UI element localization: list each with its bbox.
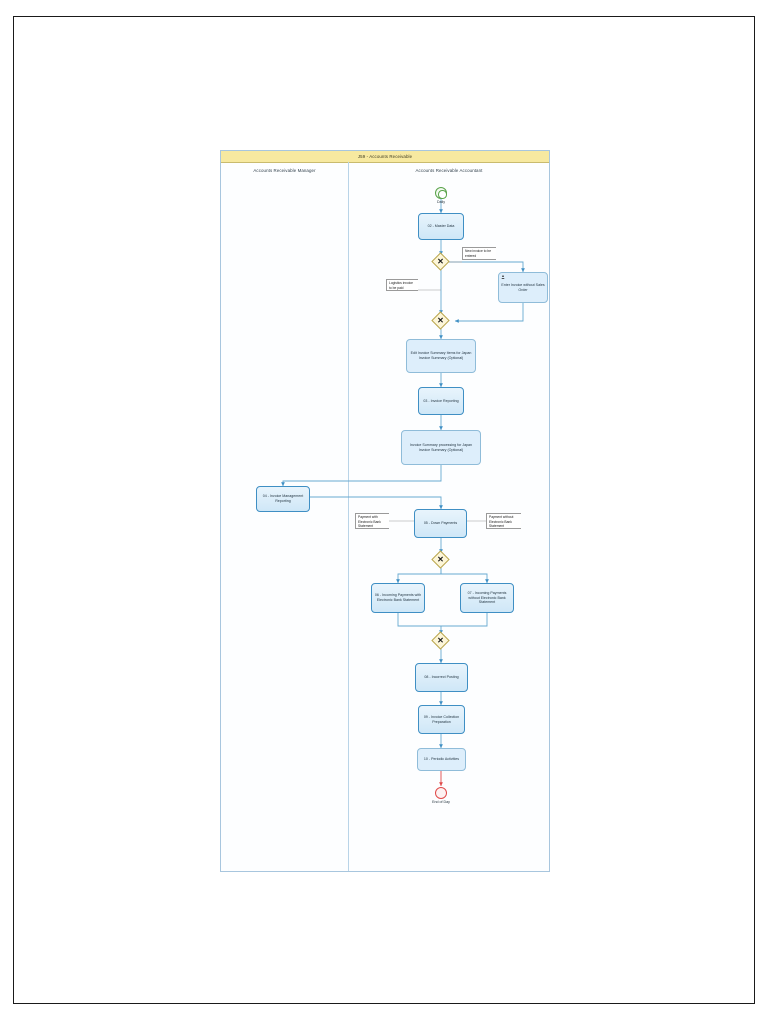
task-label: 03 - Invoice Reporting	[423, 398, 459, 403]
task-05-down-payments[interactable]: 05 - Down Payments	[414, 509, 467, 538]
task-label: 10 - Periodic Activities	[423, 757, 460, 762]
task-label: 07 - Incoming Payments without Electroni…	[467, 590, 507, 605]
task-label: 08 - Incorrect Posting	[424, 675, 459, 680]
exclusive-gateway-icon: ✕	[437, 315, 444, 325]
lane-accounts-receivable-manager: Accounts Receivable Manager	[221, 162, 349, 871]
end-event-label: End of Day	[432, 800, 450, 804]
annotation-new-invoice: New invoice to be entered	[462, 247, 496, 260]
task-label: 05 - Down Payments	[423, 521, 458, 526]
task-label: Edit Invoice Summary Items for Japan Inv…	[410, 351, 472, 360]
task-02-master-data[interactable]: 02 - Master Data	[418, 213, 464, 240]
annotation-payment-with-ebs: Payment with Electronic Bank Statement	[355, 513, 389, 529]
task-label: 06 - Incoming Payments with Electronic B…	[374, 593, 422, 602]
timer-icon	[438, 190, 447, 199]
task-04-invoice-management-reporting[interactable]: 04 - Invoice Management Reporting	[256, 486, 310, 512]
task-invoice-summary-processing[interactable]: Invoice Summary processing for Japan Inv…	[401, 430, 481, 465]
task-07-incoming-payments-without-ebs[interactable]: 07 - Incoming Payments without Electroni…	[460, 583, 514, 613]
pool-title: J59 - Accounts Receivable	[221, 151, 549, 163]
exclusive-gateway-icon: ✕	[437, 635, 444, 645]
lane-label-manager: Accounts Receivable Manager	[253, 168, 316, 173]
exclusive-gateway-icon: ✕	[437, 554, 444, 564]
task-label: 04 - Invoice Management Reporting	[262, 494, 304, 503]
task-edit-invoice-summary-items[interactable]: Edit Invoice Summary Items for Japan Inv…	[406, 339, 476, 373]
task-label: Enter Invoice without Sales Order	[501, 282, 545, 292]
task-09-invoice-collection-preparation[interactable]: 09 - Invoice Collection Preparation	[418, 705, 465, 734]
annotation-logistics-invoice: Logistics invoice to be paid	[386, 279, 418, 291]
task-06-incoming-payments-with-ebs[interactable]: 06 - Incoming Payments with Electronic B…	[371, 583, 425, 613]
task-03-invoice-reporting[interactable]: 03 - Invoice Reporting	[418, 387, 464, 415]
task-label: Invoice Summary processing for Japan Inv…	[409, 442, 473, 452]
task-08-incorrect-posting[interactable]: 08 - Incorrect Posting	[415, 663, 468, 692]
annotation-payment-without-ebs: Payment without Electronic Bank Statemen…	[486, 513, 521, 529]
exclusive-gateway-icon: ✕	[437, 256, 444, 266]
task-10-periodic-activities[interactable]: 10 - Periodic Activities	[417, 748, 466, 771]
task-label: 02 - Master Data	[427, 224, 455, 229]
lane-container: Accounts Receivable Manager Accounts Rec…	[221, 162, 549, 871]
task-enter-invoice-without-sales-order[interactable]: Enter Invoice without Sales Order	[498, 272, 548, 303]
start-event-label: Daily	[437, 200, 445, 204]
lane-label-accountant: Accounts Receivable Accountant	[415, 168, 483, 173]
end-event-end-of-day[interactable]	[435, 787, 447, 799]
user-task-icon	[501, 274, 505, 279]
start-event-daily[interactable]	[435, 187, 447, 199]
lane-accounts-receivable-accountant: Accounts Receivable Accountant	[349, 162, 549, 871]
task-label: 09 - Invoice Collection Preparation	[423, 714, 460, 724]
